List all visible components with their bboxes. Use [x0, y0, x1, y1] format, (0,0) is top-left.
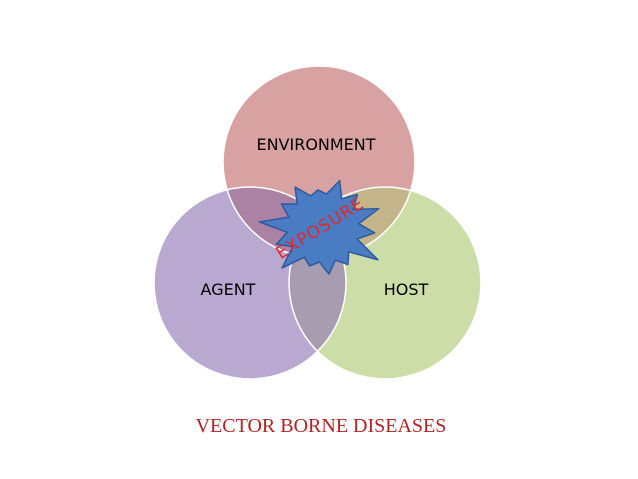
agent-circle-outline	[153, 186, 347, 380]
environment-label: ENVIRONMENT	[256, 135, 375, 154]
diagram-caption: VECTOR BORNE DISEASES	[196, 415, 447, 437]
agent-label: AGENT	[201, 280, 256, 299]
host-circle-outline	[288, 186, 482, 380]
host-label: HOST	[384, 280, 429, 299]
exposure-starburst	[258, 179, 380, 275]
